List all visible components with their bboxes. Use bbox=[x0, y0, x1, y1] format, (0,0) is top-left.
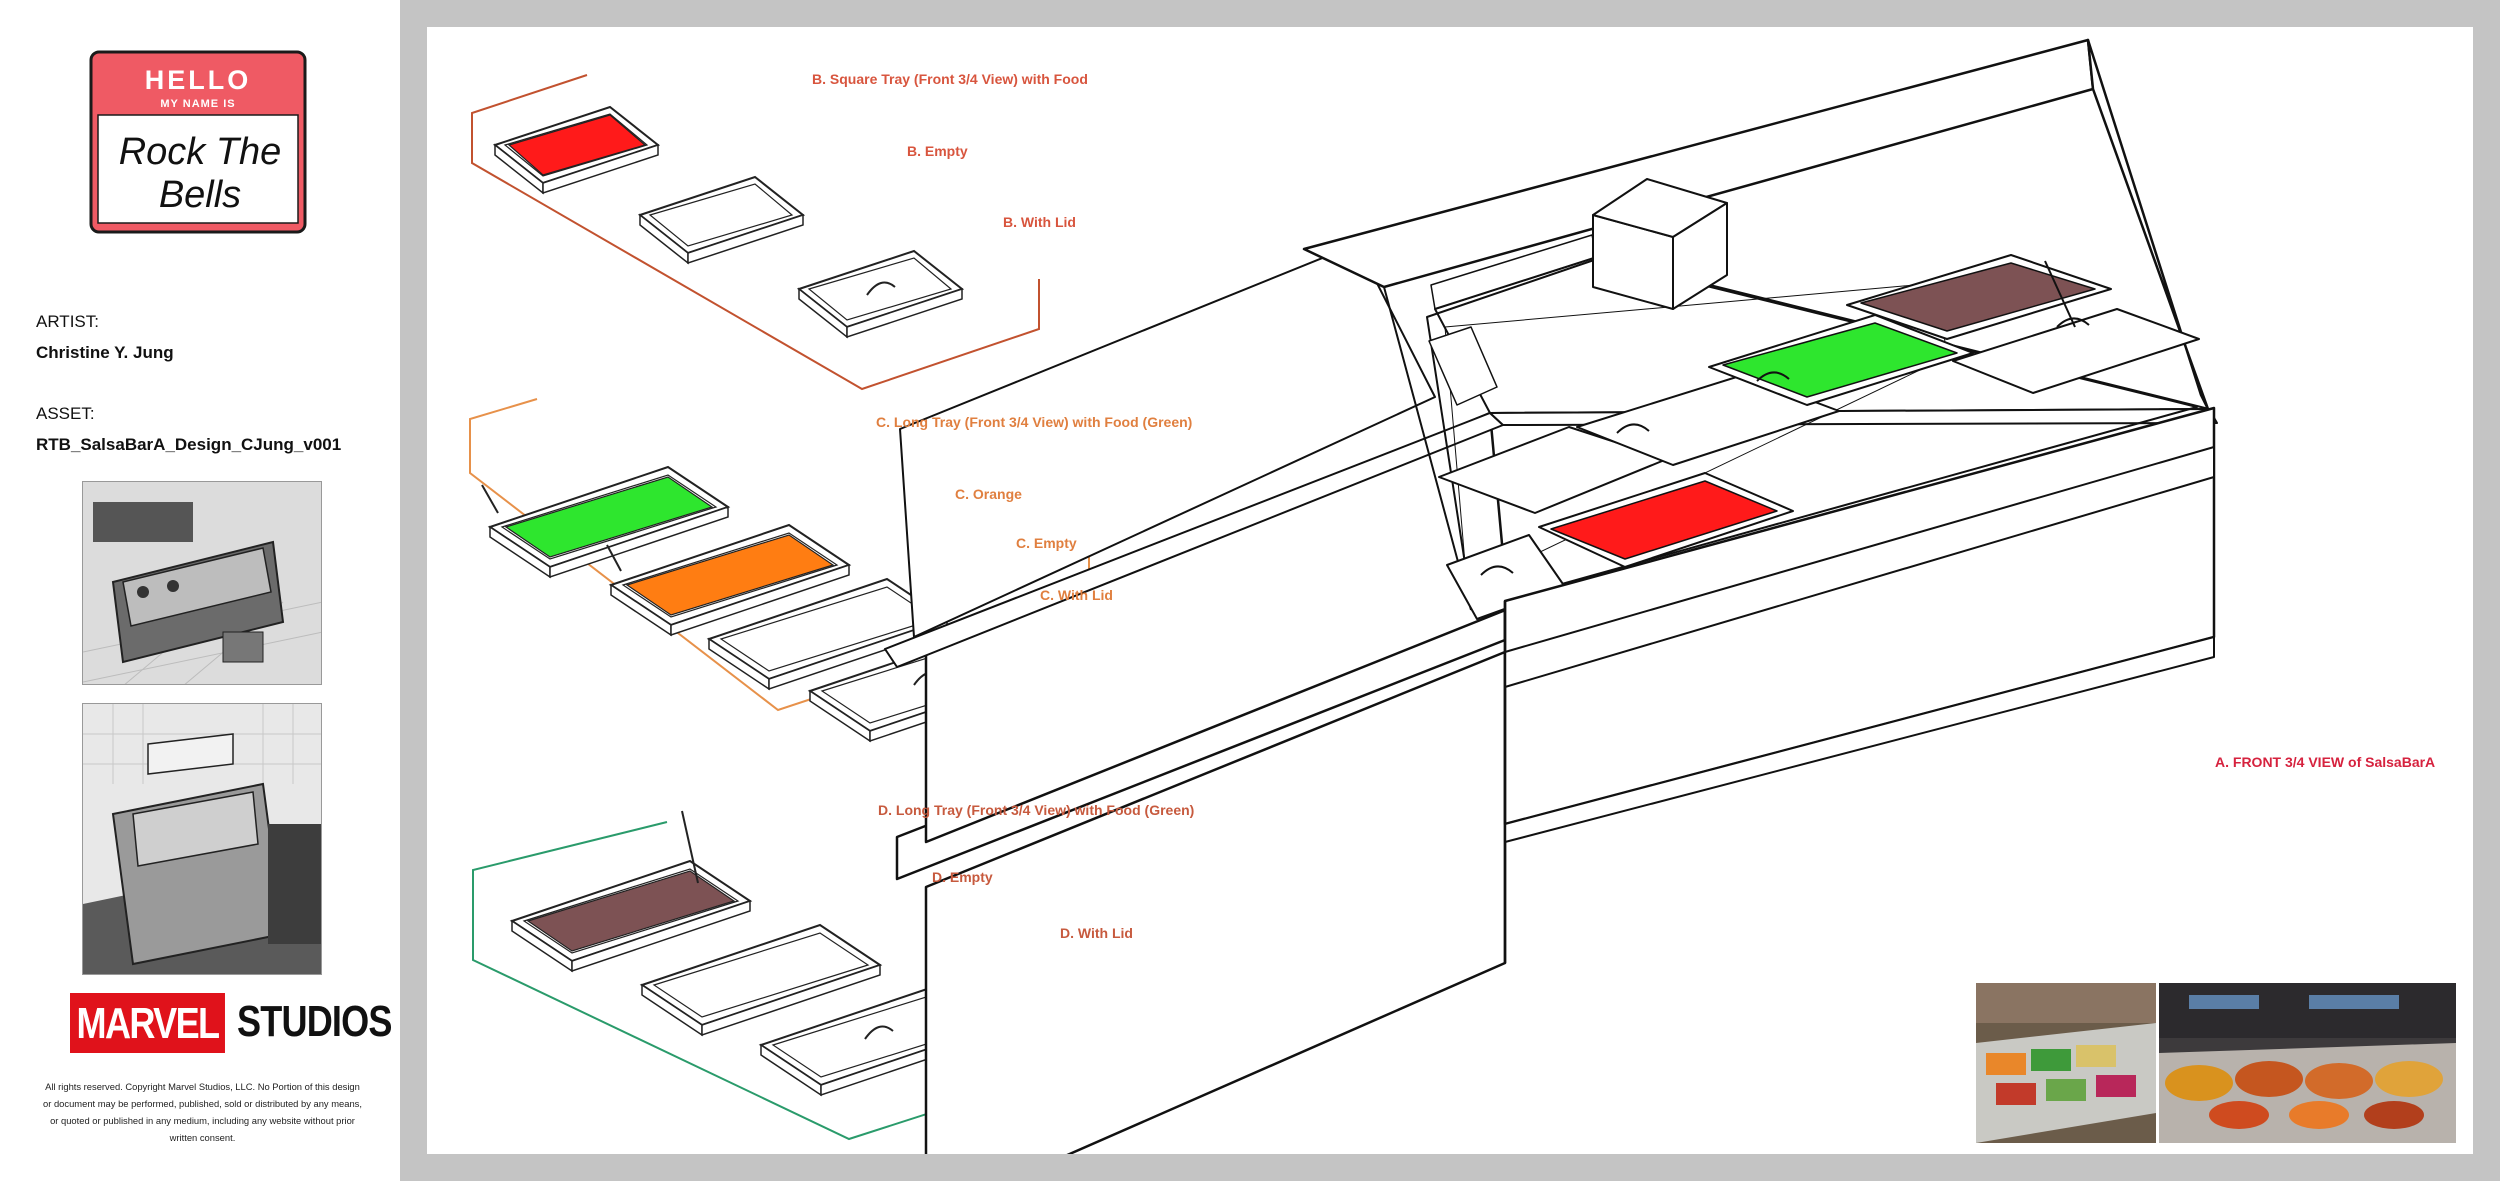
artist-name: Christine Y. Jung bbox=[36, 343, 174, 362]
studios-wordmark: STUDIOS bbox=[236, 997, 392, 1046]
sticker-hello-text: HELLO bbox=[145, 65, 252, 95]
info-sidebar: HELLO MY NAME IS Rock The Bells ARTIST: … bbox=[0, 0, 400, 1181]
label-d-long-tray: D. Long Tray (Front 3/4 View) with Food … bbox=[878, 802, 1195, 818]
legal-notice: All rights reserved. Copyright Marvel St… bbox=[43, 1081, 362, 1143]
reference-photo-right bbox=[2159, 983, 2456, 1143]
label-c-long-tray: C. Long Tray (Front 3/4 View) with Food … bbox=[876, 414, 1193, 430]
reference-photos bbox=[1976, 983, 2456, 1143]
long-tray-c-green bbox=[481, 466, 729, 578]
label-a-front-view: A. FRONT 3/4 VIEW of SalsaBarA bbox=[2215, 754, 2436, 770]
label-d-empty: D. Empty bbox=[932, 869, 993, 885]
square-tray-bracket bbox=[471, 74, 1040, 391]
long-tray-c-orange bbox=[606, 524, 850, 636]
sticker-my-name-text: MY NAME IS bbox=[160, 98, 235, 110]
reference-thumbnail-top bbox=[82, 481, 322, 685]
label-b-square-tray: B. Square Tray (Front 3/4 View) with Foo… bbox=[812, 71, 1088, 87]
hello-name-tag-logo: HELLO MY NAME IS Rock The Bells bbox=[88, 49, 308, 235]
label-c-with-lid: C. With Lid bbox=[1040, 587, 1113, 603]
label-c-empty: C. Empty bbox=[1016, 535, 1077, 551]
label-d-with-lid: D. With Lid bbox=[1060, 925, 1133, 941]
square-tray-group bbox=[471, 74, 1040, 391]
reference-photo-left bbox=[1976, 983, 2156, 1143]
square-tray-empty bbox=[639, 176, 804, 264]
long-tray-d-brown bbox=[511, 810, 751, 972]
sticker-name-line2: Bells bbox=[159, 174, 241, 216]
label-c-orange: C. Orange bbox=[955, 486, 1022, 502]
label-b-with-lid: B. With Lid bbox=[1003, 214, 1076, 230]
reference-thumbnail-bottom bbox=[82, 703, 322, 975]
design-sheet: B. Square Tray (Front 3/4 View) with Foo… bbox=[427, 27, 2473, 1154]
marvel-wordmark: MARVEL bbox=[70, 993, 225, 1053]
label-b-empty: B. Empty bbox=[907, 143, 968, 159]
asset-label: ASSET: bbox=[36, 404, 95, 423]
asset-name: RTB_SalsaBarA_Design_CJung_v001 bbox=[36, 435, 342, 454]
design-canvas: B. Square Tray (Front 3/4 View) with Foo… bbox=[400, 0, 2500, 1181]
salsa-bar-illustration bbox=[884, 38, 2218, 1154]
artist-label: ARTIST: bbox=[36, 312, 99, 331]
square-tray-with-food bbox=[494, 106, 659, 194]
sticker-name-line1: Rock The bbox=[119, 131, 282, 173]
marvel-studios-logo: MARVEL STUDIOS bbox=[70, 993, 426, 1053]
square-tray-lid bbox=[798, 250, 963, 338]
